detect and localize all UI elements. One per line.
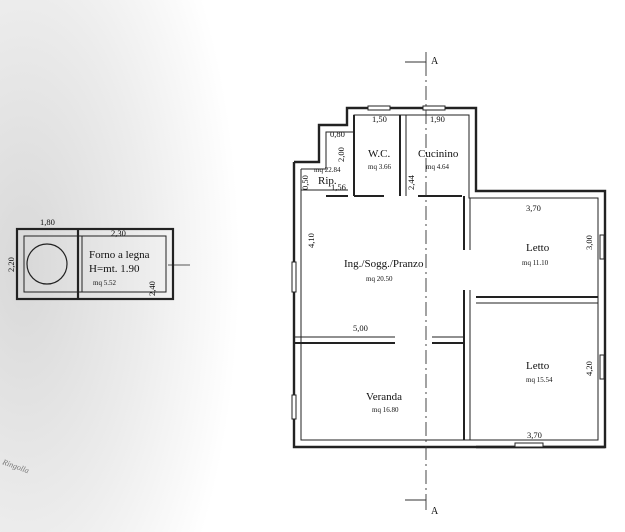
dim-cucinino-side: 2,44 [406, 174, 416, 190]
forno-building [15, 227, 190, 301]
dim-forno-top: 1,80 [40, 217, 55, 227]
section-marker-bottom: A [431, 506, 439, 517]
letto1-area: mq 11.10 [522, 259, 549, 267]
dim-soggiorno-side: 4,10 [306, 233, 316, 248]
letto2-name: Letto [526, 360, 550, 372]
soggiorno-area: mq 20.50 [366, 275, 393, 283]
dim-forno-left: 2,20 [6, 257, 16, 272]
rip-area: mq 22.84 [314, 166, 341, 174]
section-line [405, 52, 427, 510]
veranda-name: Veranda [366, 391, 402, 403]
dim-letto2-width: 3,70 [527, 430, 542, 440]
cucinino-area: mq 4.64 [426, 163, 449, 171]
dim-letto1-width: 3,70 [526, 203, 541, 213]
dim-cucinino-width: 1,90 [430, 114, 445, 124]
letto2-area: mq 15.54 [526, 376, 553, 384]
scan-shading [0, 0, 240, 532]
house-walls [291, 105, 607, 449]
dim-rip-top: 0,80 [330, 129, 345, 139]
forno-height-note: H=mt. 1.90 [89, 263, 140, 275]
oven-circle [26, 243, 68, 285]
dim-letto2-side: 4,20 [584, 361, 594, 376]
forno-name: Forno a legna [89, 249, 150, 261]
veranda-area: mq 16.80 [372, 406, 399, 414]
section-marker-top: A [431, 56, 439, 67]
dim-rip-left: 0,50 [300, 175, 310, 190]
dim-forno-right: 2,40 [147, 281, 157, 296]
cucinino-name: Cucinino [418, 148, 459, 160]
rip-name: Rip. [318, 175, 337, 187]
dim-wc-width: 1,50 [372, 114, 387, 124]
forno-area: mq 5.52 [93, 279, 116, 287]
wc-name: W.C. [368, 148, 390, 160]
dim-forno-inner-top: 2,30 [111, 228, 126, 238]
dim-letto1-side: 3,00 [584, 235, 594, 250]
dim-rip-side: 2,00 [336, 147, 346, 162]
dim-rip-bottom: 1,56 [331, 182, 346, 192]
wc-area: mq 3.66 [368, 163, 391, 171]
dim-soggiorno-bottom: 5,00 [353, 323, 368, 333]
soggiorno-name: Ing./Sogg./Pranzo [344, 258, 424, 270]
letto1-name: Letto [526, 242, 550, 254]
